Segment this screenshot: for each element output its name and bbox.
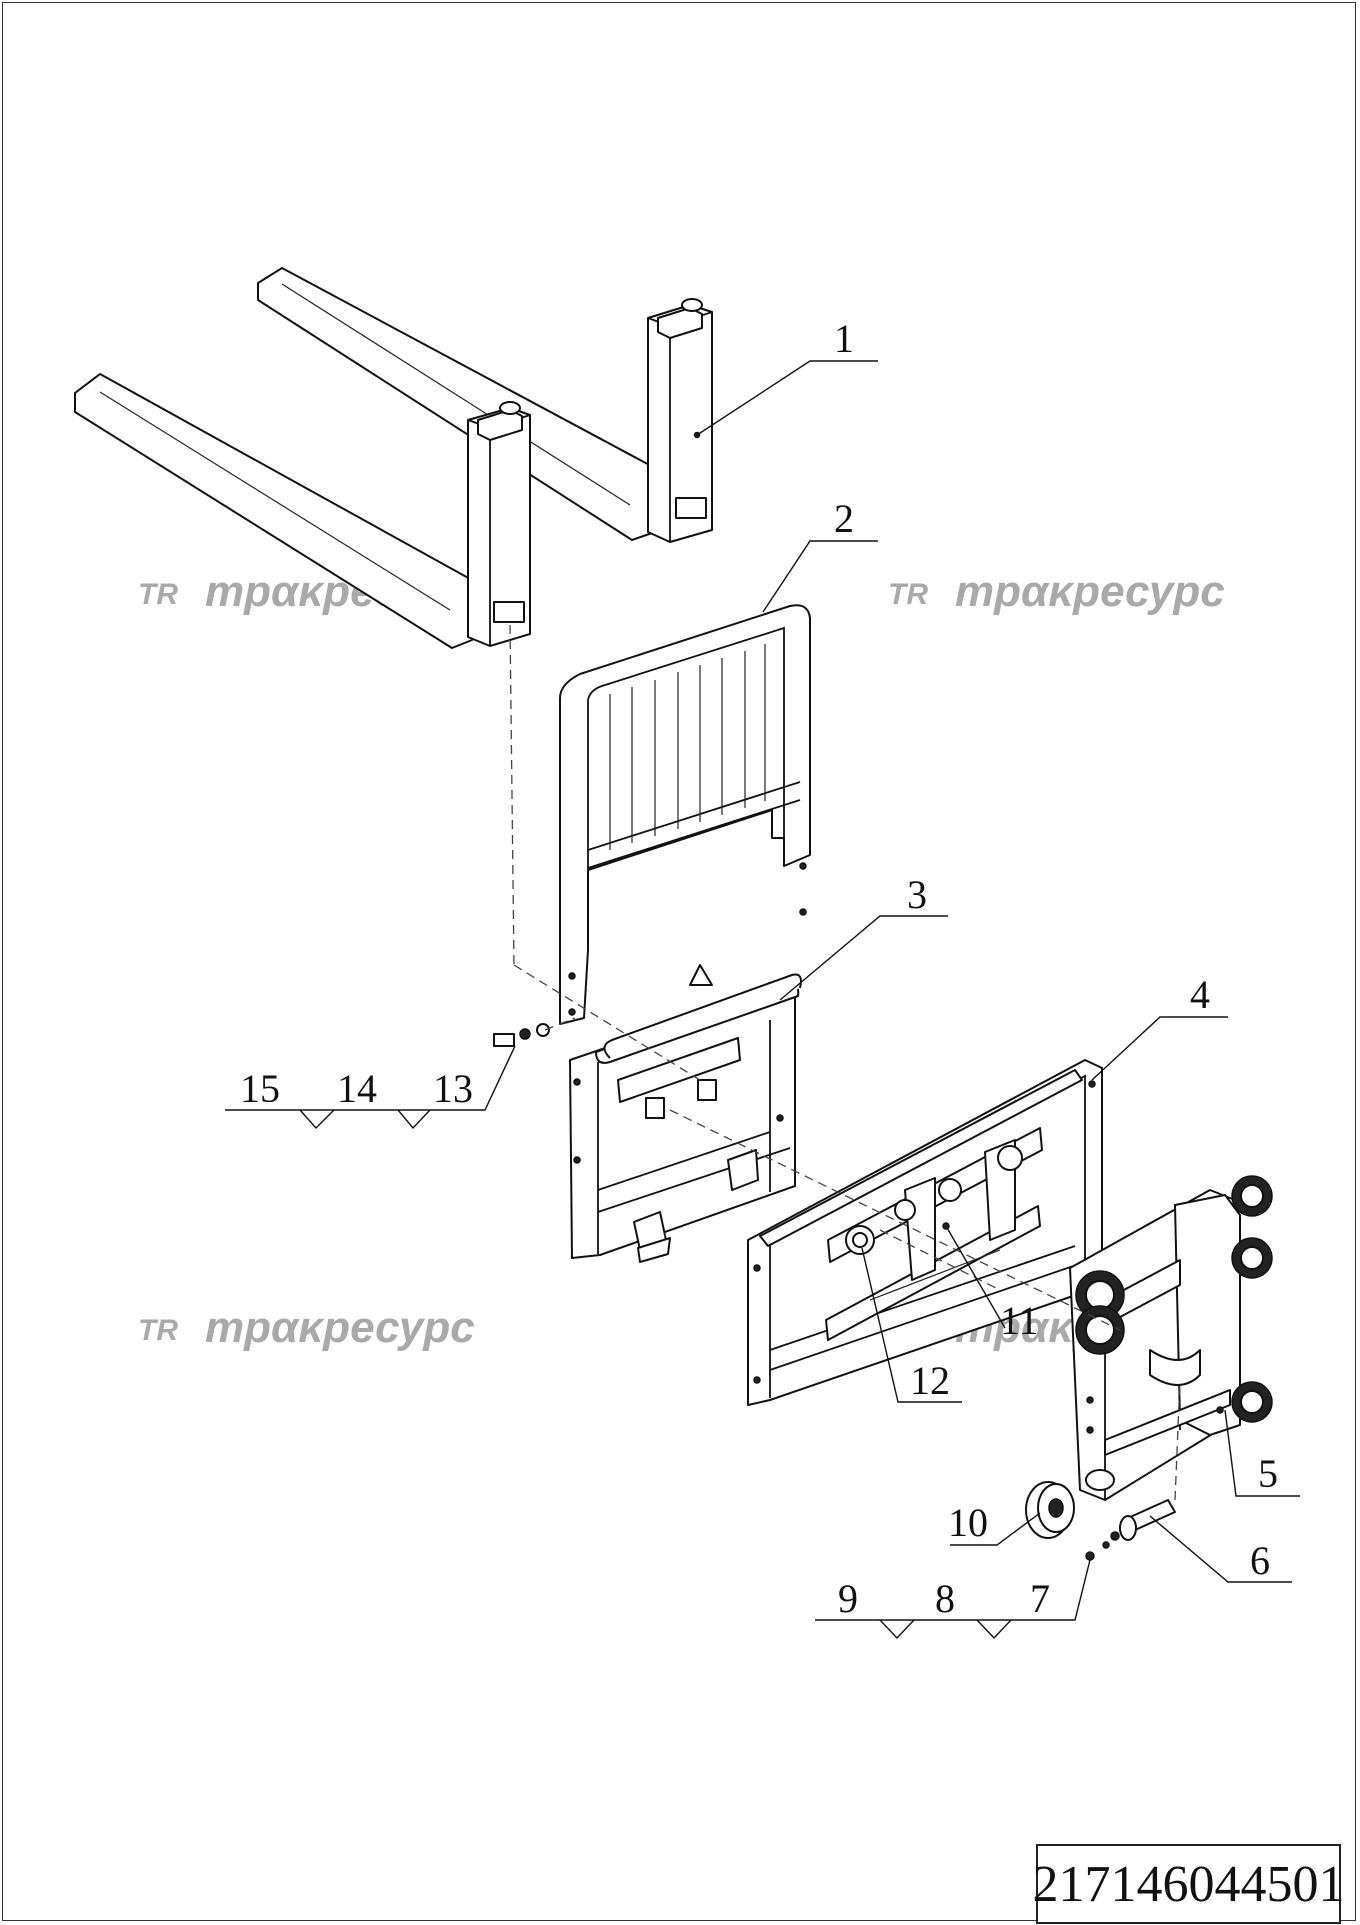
part-inner-carriage	[747, 1059, 1103, 1406]
svg-text:TR: TR	[138, 1314, 178, 1347]
callout-7: 7	[1030, 1576, 1050, 1621]
svg-text:TR: TR	[888, 578, 928, 611]
part-roller-bracket	[1069, 1175, 1273, 1501]
callout-13: 13	[433, 1066, 473, 1111]
callout-15: 15	[240, 1066, 280, 1111]
part-bolt-set	[493, 1023, 550, 1047]
part-number: 217146044501	[1032, 1855, 1345, 1913]
part-roller	[1025, 1481, 1075, 1539]
part-load-backrest	[559, 604, 811, 1025]
watermark: TR трακресурс	[138, 1303, 475, 1352]
svg-text:трακресурс: трακресурс	[205, 1303, 475, 1352]
assembly-lines	[509, 624, 1181, 1501]
part-carriage	[569, 964, 802, 1263]
callout-12: 12	[910, 1358, 950, 1403]
watermark: TR трακресурс	[888, 567, 1225, 616]
part-pin	[1085, 1499, 1176, 1561]
part-forks	[74, 267, 713, 649]
leader-lines	[225, 360, 1300, 1640]
callout-9: 9	[838, 1576, 858, 1621]
callout-8: 8	[935, 1576, 955, 1621]
callout-1: 1	[834, 316, 854, 361]
part-number-box: 217146044501	[1033, 1844, 1345, 1924]
callout-2: 2	[834, 496, 854, 541]
callout-3: 3	[907, 872, 927, 917]
callout-6: 6	[1250, 1538, 1270, 1583]
callout-labels: 1 2 3 4 5 6 7 8 9 10 11 12 13 14 15	[240, 316, 1278, 1621]
callout-10: 10	[948, 1500, 988, 1545]
callout-5: 5	[1258, 1451, 1278, 1496]
svg-text:трακресурс: трακресурс	[955, 567, 1225, 616]
callout-11: 11	[1000, 1298, 1039, 1343]
callout-4: 4	[1190, 972, 1210, 1017]
svg-text:TR: TR	[138, 578, 178, 611]
callout-14: 14	[337, 1066, 377, 1111]
